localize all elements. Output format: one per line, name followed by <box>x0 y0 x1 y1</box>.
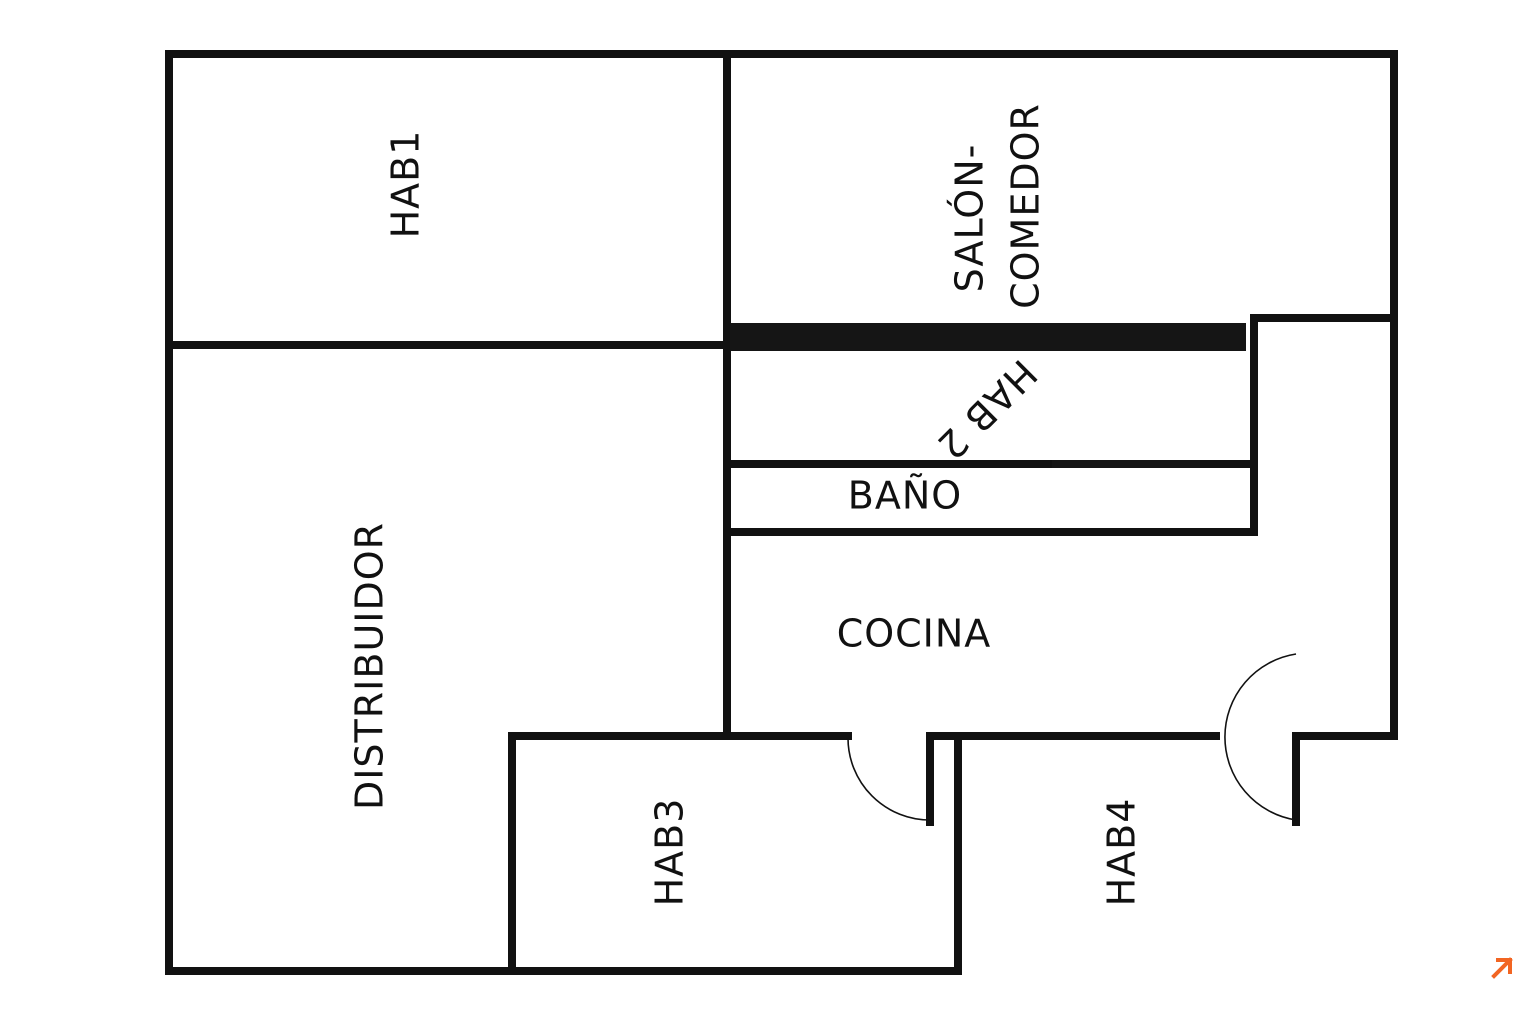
room-label-cocina: COCINA <box>837 612 992 656</box>
room-label-hab4: HAB4 <box>1100 798 1144 907</box>
partition-hab2-bano-accent <box>1052 460 1200 468</box>
outer-wall-right <box>1292 314 1398 826</box>
room-label-hab2: HAB 2 <box>928 351 1045 468</box>
door-swing-icon <box>1224 653 1297 821</box>
door-swing-icon <box>847 737 931 821</box>
room-label-hab1: HAB1 <box>384 130 428 239</box>
room-label-salon-comedor-line2: COMEDOR <box>1004 103 1048 309</box>
room-label-salon-comedor-line1: SALÓN- <box>948 144 992 293</box>
wall-distribuidor-hab3 <box>508 732 852 975</box>
partition-salon-hab2 <box>730 323 1246 351</box>
room-label-distribuidor: DISTRIBUIDOR <box>348 522 392 810</box>
outer-wall-left <box>165 50 962 975</box>
corner-arrow-icon <box>1491 957 1513 979</box>
room-label-hab3: HAB3 <box>648 798 692 907</box>
wall-cocina-hab3 <box>926 732 1220 826</box>
room-label-bano: BAÑO <box>848 474 962 518</box>
outer-wall <box>165 50 1398 536</box>
